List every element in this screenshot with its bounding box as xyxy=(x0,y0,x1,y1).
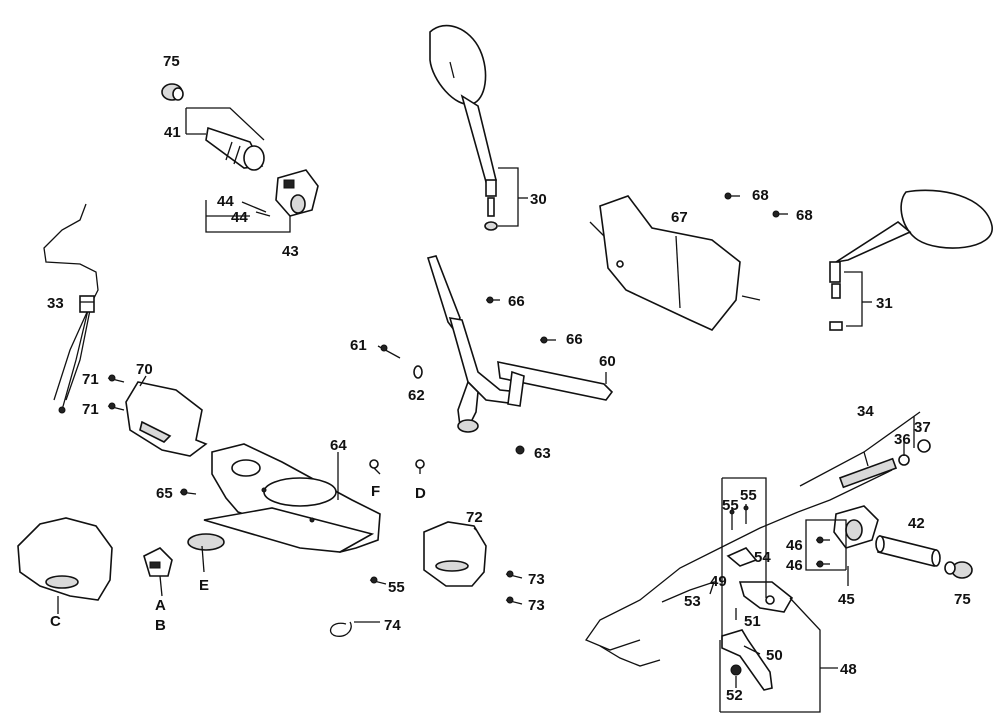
label-33: 33 xyxy=(47,295,64,312)
label-70: 70 xyxy=(136,361,153,378)
screws-F-D-65 xyxy=(179,459,425,496)
label-F: F xyxy=(371,483,380,500)
mirror-30 xyxy=(429,24,519,231)
screws-68 xyxy=(724,192,788,218)
leader-lines-top-left xyxy=(185,107,291,233)
label-30: 30 xyxy=(530,191,547,208)
headlight-cover-67 xyxy=(589,195,761,331)
grip-42 xyxy=(875,535,941,567)
grip-end-weight-75-right xyxy=(944,561,973,579)
label-42: 42 xyxy=(908,515,925,532)
switch-housing-45 xyxy=(805,505,879,571)
screws-46 xyxy=(816,536,830,568)
label-71-a: 71 xyxy=(82,371,99,388)
label-50: 50 xyxy=(766,647,783,664)
label-E: E xyxy=(199,577,209,594)
label-34: 34 xyxy=(857,403,874,420)
label-53: 53 xyxy=(684,593,701,610)
label-46-b: 46 xyxy=(786,557,803,574)
lever-50 xyxy=(721,629,773,691)
clutch-cable-34 xyxy=(585,411,921,651)
handlebar-60 xyxy=(426,255,614,433)
label-73-a: 73 xyxy=(528,571,545,588)
label-61: 61 xyxy=(350,337,367,354)
switch-housing-43 xyxy=(275,169,319,217)
label-64: 64 xyxy=(330,437,347,454)
label-63: 63 xyxy=(534,445,551,462)
screws-71 xyxy=(107,374,125,411)
label-54: 54 xyxy=(754,549,771,566)
screws-73-55 xyxy=(369,570,523,605)
label-55-b: 55 xyxy=(740,487,757,504)
label-62: 62 xyxy=(408,387,425,404)
mirror-31 xyxy=(829,189,993,331)
nut-36-37 xyxy=(898,416,931,466)
grip-41 xyxy=(205,126,265,171)
windscreen-C xyxy=(17,517,113,601)
label-75-right: 75 xyxy=(954,591,971,608)
label-60: 60 xyxy=(599,353,616,370)
label-45: 45 xyxy=(838,591,855,608)
label-B: B xyxy=(155,617,166,634)
bracket-lines-48 xyxy=(719,477,821,713)
handlebar-cover-64 xyxy=(187,443,381,553)
grip-end-weight-75-top xyxy=(161,83,184,101)
label-44-b: 44 xyxy=(231,209,248,226)
label-48: 48 xyxy=(840,661,857,678)
label-71-b: 71 xyxy=(82,401,99,418)
label-51: 51 xyxy=(744,613,761,630)
label-72: 72 xyxy=(466,509,483,526)
label-66-b: 66 xyxy=(566,331,583,348)
label-55-c: 55 xyxy=(388,579,405,596)
label-55-a: 55 xyxy=(722,497,739,514)
label-36: 36 xyxy=(894,431,911,448)
label-49: 49 xyxy=(710,573,727,590)
bolts-66-61-62-63 xyxy=(377,296,556,455)
label-68-a: 68 xyxy=(752,187,769,204)
cable-53 xyxy=(599,580,716,667)
label-52: 52 xyxy=(726,687,743,704)
label-65: 65 xyxy=(156,485,173,502)
label-46-a: 46 xyxy=(786,537,803,554)
label-A: A xyxy=(155,597,166,614)
label-41: 41 xyxy=(164,124,181,141)
label-74: 74 xyxy=(384,617,401,634)
label-37: 37 xyxy=(914,419,931,436)
screws-55-51 xyxy=(729,504,749,620)
throttle-cable-33 xyxy=(43,203,99,414)
label-C: C xyxy=(50,613,61,630)
label-31: 31 xyxy=(876,295,893,312)
label-44-a: 44 xyxy=(217,193,234,210)
label-leaders xyxy=(57,197,872,688)
label-75-top: 75 xyxy=(163,53,180,70)
bracket-A xyxy=(143,547,173,577)
label-66-a: 66 xyxy=(508,293,525,310)
clip-74 xyxy=(329,621,352,637)
front-cover-70 xyxy=(125,381,208,457)
label-73-b: 73 xyxy=(528,597,545,614)
label-43: 43 xyxy=(282,243,299,260)
label-67: 67 xyxy=(671,209,688,226)
side-cover-72 xyxy=(423,521,487,587)
label-D: D xyxy=(415,485,426,502)
label-68-b: 68 xyxy=(796,207,813,224)
